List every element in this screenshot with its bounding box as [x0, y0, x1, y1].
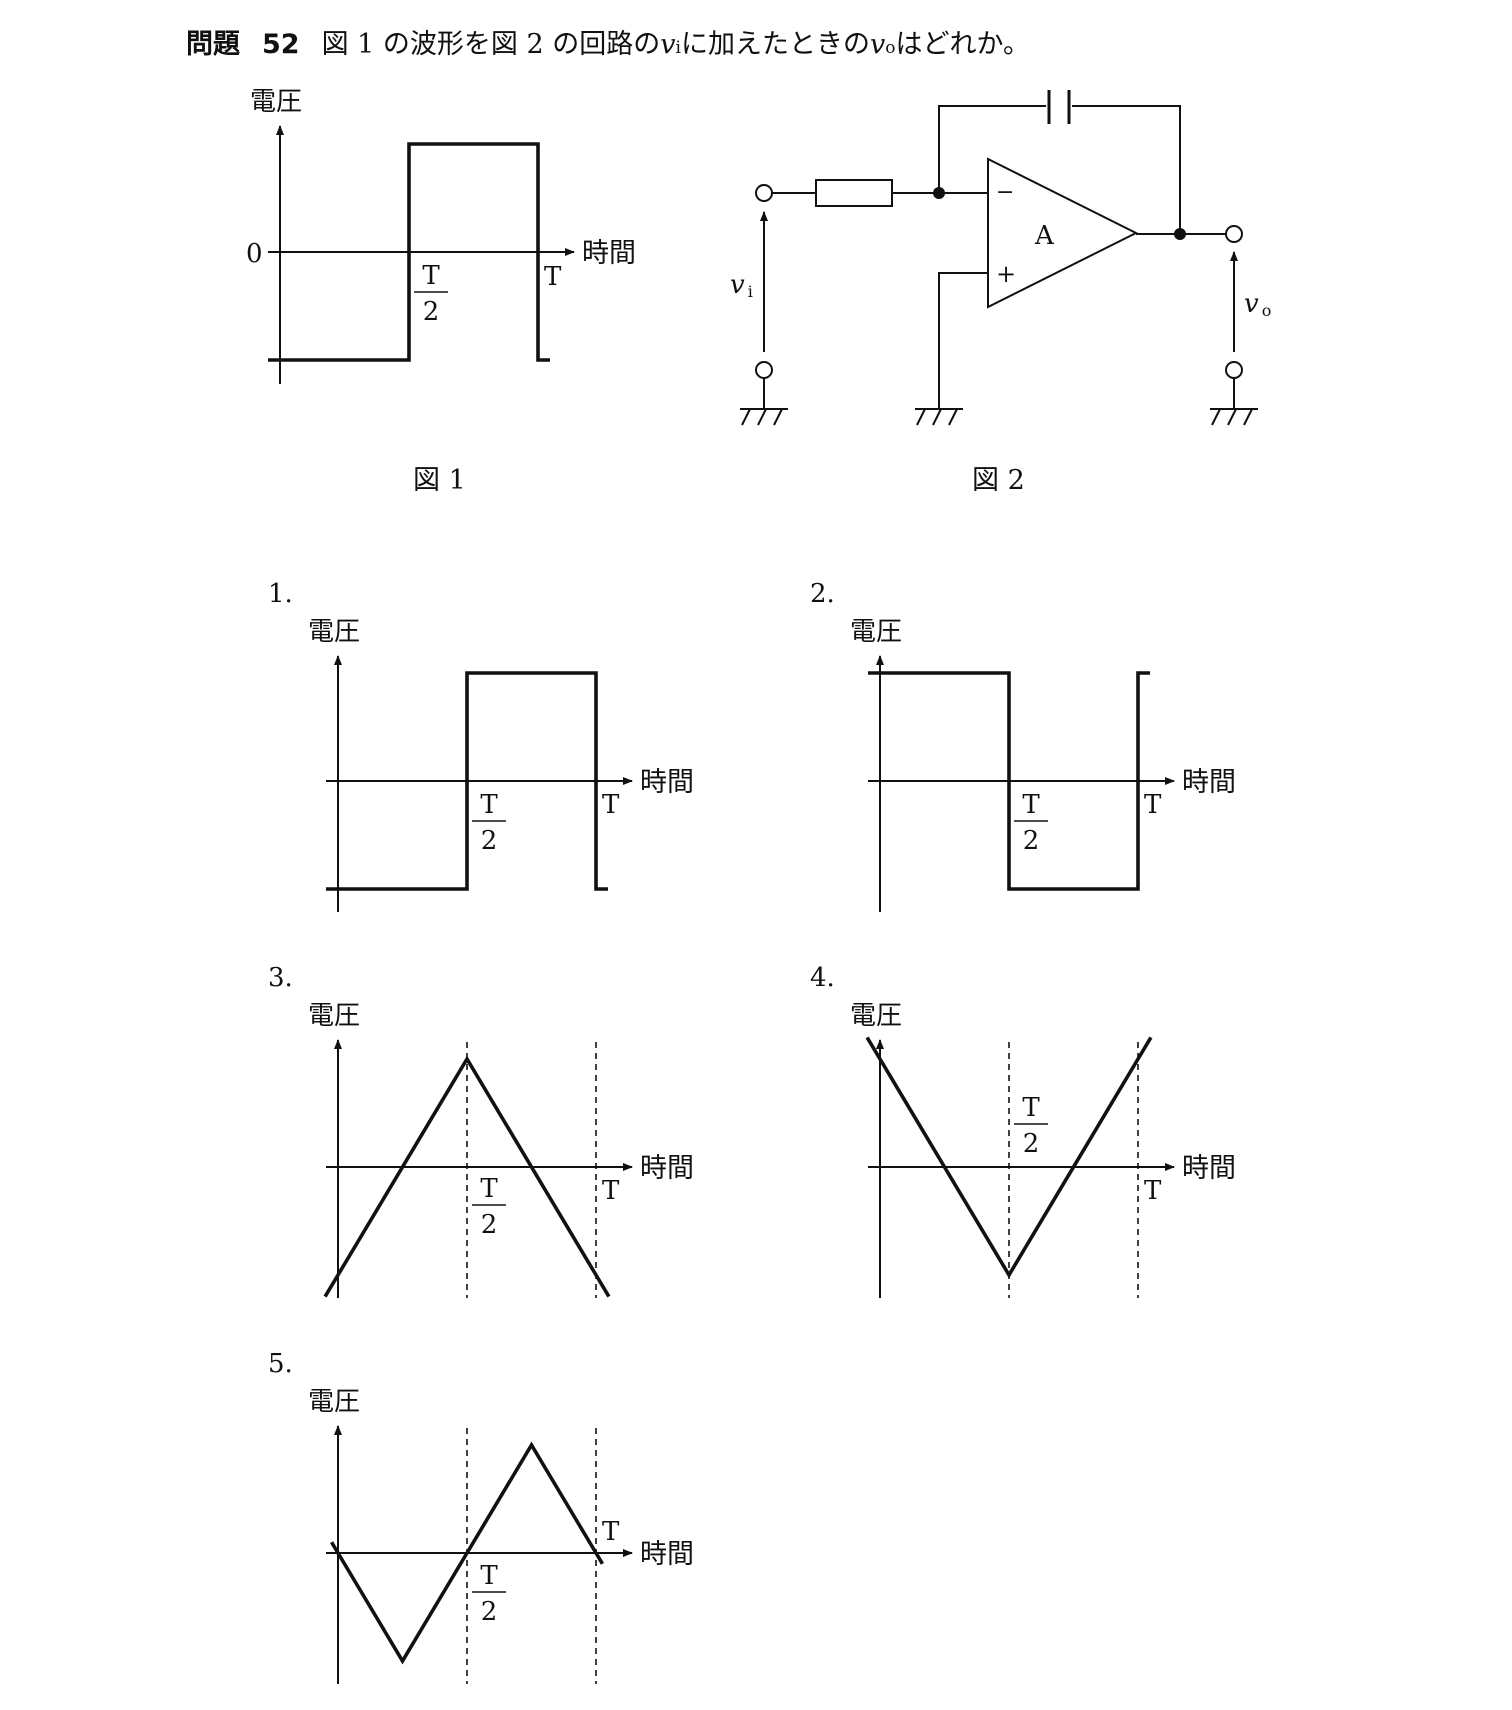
option-4-half-denominator: 2 [1023, 1129, 1040, 1159]
option-4-waveform [865, 1036, 1153, 1279]
ground-symbol-left [740, 408, 788, 426]
opamp-triangle [987, 157, 1139, 309]
option-5-number: 5. [268, 1349, 293, 1379]
figure1-caption: 図 1 [413, 465, 466, 496]
opamp-plus: + [996, 260, 1016, 288]
figure1-period-label: T [544, 262, 562, 292]
option-1-number: 1. [268, 579, 293, 609]
input-resistor [815, 179, 893, 207]
opamp-label: A [1034, 221, 1055, 251]
junction-node-output [1174, 228, 1186, 240]
figure1-x-axis-label: 時間 [582, 238, 636, 269]
feedback-wire-left [938, 105, 1046, 193]
option-1-waveform [326, 671, 608, 891]
figure1-half-denominator: 2 [423, 297, 440, 327]
option-4-period-label: T [1144, 1176, 1162, 1206]
option-1-y-axis-label: 電圧 [308, 617, 360, 647]
question-vi-sub: i [675, 38, 681, 58]
figure1-waveform [268, 142, 550, 362]
option-3-half-denominator: 2 [481, 1210, 498, 1240]
option-2-y-axis-label: 電圧 [850, 617, 902, 647]
output-ground-terminal [1225, 361, 1243, 379]
option-3-x-axis-label: 時間 [640, 1153, 694, 1184]
option-5-y-axis-label: 電圧 [308, 1387, 360, 1417]
option-5-x-axis-label: 時間 [640, 1539, 694, 1570]
opamp-minus: − [996, 180, 1014, 205]
option-1-period-label: T [602, 790, 620, 820]
option-5-period-label: T [602, 1517, 620, 1547]
input-ground-terminal [755, 361, 773, 379]
option-1-x-axis-label: 時間 [640, 767, 694, 798]
option-2-x-axis-label: 時間 [1182, 767, 1236, 798]
question-vo-var: v [869, 29, 886, 60]
figure2-caption: 図 2 [972, 465, 1025, 496]
question-text-b: に加えたときの [680, 29, 870, 60]
figure1-y-axis-label: 電圧 [250, 87, 302, 117]
noninverting-input-wire [938, 272, 988, 409]
option-3-y-axis-label: 電圧 [308, 1001, 360, 1031]
option-3-waveform [323, 1055, 611, 1298]
ground-symbol-middle [915, 408, 963, 426]
option-1-half-denominator: 2 [481, 826, 498, 856]
option-5-half-numerator: T [480, 1561, 498, 1591]
question-text-c: はどれか。 [895, 29, 1030, 60]
question-number: 52 [262, 29, 300, 60]
option-3-period-label: T [602, 1176, 620, 1206]
figure1-zero-label: 0 [246, 239, 263, 269]
option-4-x-axis-label: 時間 [1182, 1153, 1236, 1184]
option-2-half-numerator: T [1022, 790, 1040, 820]
question-text-a: 図 1 の波形を図 2 の回路の [321, 29, 661, 60]
option-1-half-numerator: T [480, 790, 498, 820]
option-2-number: 2. [810, 579, 835, 609]
option-4-half-numerator: T [1022, 1093, 1040, 1123]
question-label: 問題 [186, 29, 240, 60]
integrator-circuit: − + A [730, 90, 1271, 496]
question-vi-var: v [660, 29, 676, 60]
option-5-half-denominator: 2 [481, 1597, 498, 1627]
question-vo-sub: o [885, 38, 896, 58]
output-terminal [1225, 225, 1243, 243]
option-4-y-axis-label: 電圧 [850, 1001, 902, 1031]
option-3-number: 3. [268, 963, 293, 993]
option-3-half-numerator: T [480, 1174, 498, 1204]
feedback-wire-right [1072, 105, 1181, 234]
figure1-half-numerator: T [422, 261, 440, 291]
option-2-waveform [868, 671, 1150, 891]
option-2-half-denominator: 2 [1023, 826, 1040, 856]
ground-symbol-right [1210, 408, 1258, 426]
option-2-period-label: T [1144, 790, 1162, 820]
option-4-number: 4. [810, 963, 835, 993]
option-5-waveform [330, 1441, 604, 1665]
input-terminal [755, 184, 773, 202]
